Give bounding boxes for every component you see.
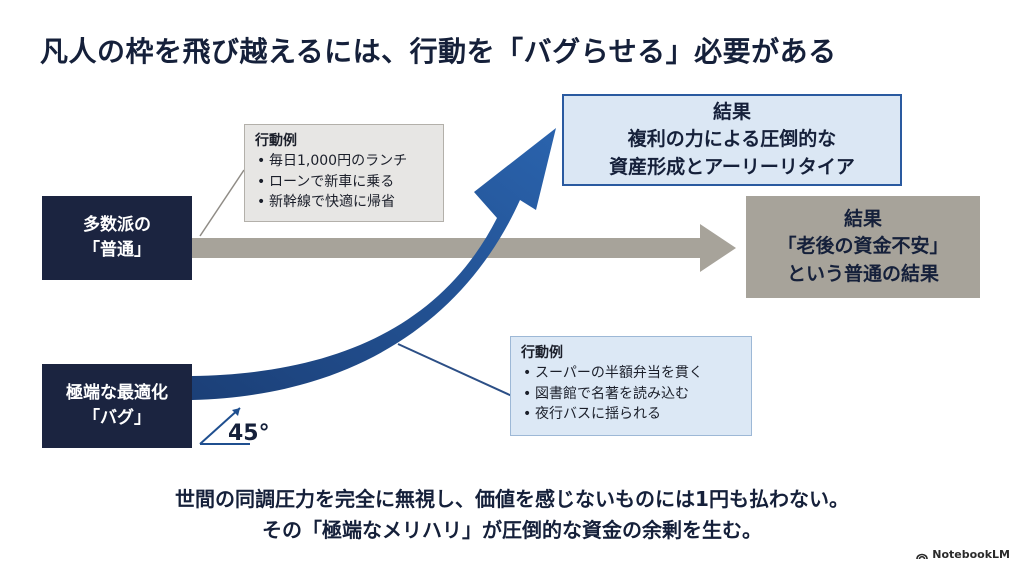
result-majority-line3: という普通の結果 — [786, 262, 939, 285]
majority-box-line1: 多数派の — [83, 215, 151, 236]
result-majority-line2: 「老後の資金不安」 — [777, 235, 949, 258]
extreme-path-arrow — [192, 128, 556, 400]
extreme-example-item: スーパーの半額弁当を貫く — [521, 363, 741, 384]
angle-label: 45° — [228, 421, 270, 446]
result-extreme-line1: 結果 — [712, 100, 751, 123]
extreme-examples-heading: 行動例 — [521, 345, 563, 361]
extreme-bug-box: 極端な最適化 「バグ」 — [42, 364, 192, 448]
footer-line2: その「極端なメリハリ」が圧倒的な資金の余剰を生む。 — [262, 518, 762, 542]
result-extreme-box: 結果 複利の力による圧倒的な 資産形成とアーリーリタイア — [562, 94, 902, 186]
majority-example-item: 毎日1,000円のランチ — [255, 151, 433, 172]
extreme-example-item: 夜行バスに揺られる — [521, 404, 741, 425]
result-majority-line1: 結果 — [843, 207, 882, 230]
result-majority-box: 結果 「老後の資金不安」 という普通の結果 — [746, 196, 980, 298]
result-extreme-line2: 複利の力による圧倒的な — [627, 128, 837, 151]
majority-box-line2: 「普通」 — [83, 240, 151, 260]
page-title: 凡人の枠を飛び越えるには、行動を「バグらせる」必要がある — [40, 35, 837, 68]
extreme-examples-box: 行動例 スーパーの半額弁当を貫く 図書館で名著を読み込む 夜行バスに揺られる — [510, 336, 752, 436]
notebooklm-logo-icon — [916, 553, 929, 559]
brand-label: NotebookLM — [932, 548, 1010, 561]
majority-path-arrow — [192, 224, 736, 272]
extreme-box-line1: 極端な最適化 — [66, 383, 168, 404]
brand-watermark: NotebookLM — [916, 548, 1010, 561]
result-extreme-line3: 資産形成とアーリーリタイア — [609, 155, 855, 178]
extreme-box-line2: 「バグ」 — [83, 408, 151, 428]
majority-example-connector — [199, 169, 245, 237]
extreme-example-connector — [397, 343, 513, 397]
majority-example-item: 新幹線で快適に帰省 — [255, 192, 433, 213]
footer-line1: 世間の同調圧力を完全に無視し、価値を感じないものには1円も払わない。 — [175, 487, 849, 511]
majority-normal-box: 多数派の 「普通」 — [42, 196, 192, 280]
angle-icon — [199, 407, 250, 445]
majority-example-item: ローンで新車に乗る — [255, 172, 433, 193]
majority-examples-heading: 行動例 — [255, 133, 297, 149]
majority-examples-box: 行動例 毎日1,000円のランチ ローンで新車に乗る 新幹線で快適に帰省 — [244, 124, 444, 222]
extreme-example-item: 図書館で名著を読み込む — [521, 384, 741, 405]
footer-message: 世間の同調圧力を完全に無視し、価値を感じないものには1円も払わない。 その「極端… — [0, 484, 1024, 546]
